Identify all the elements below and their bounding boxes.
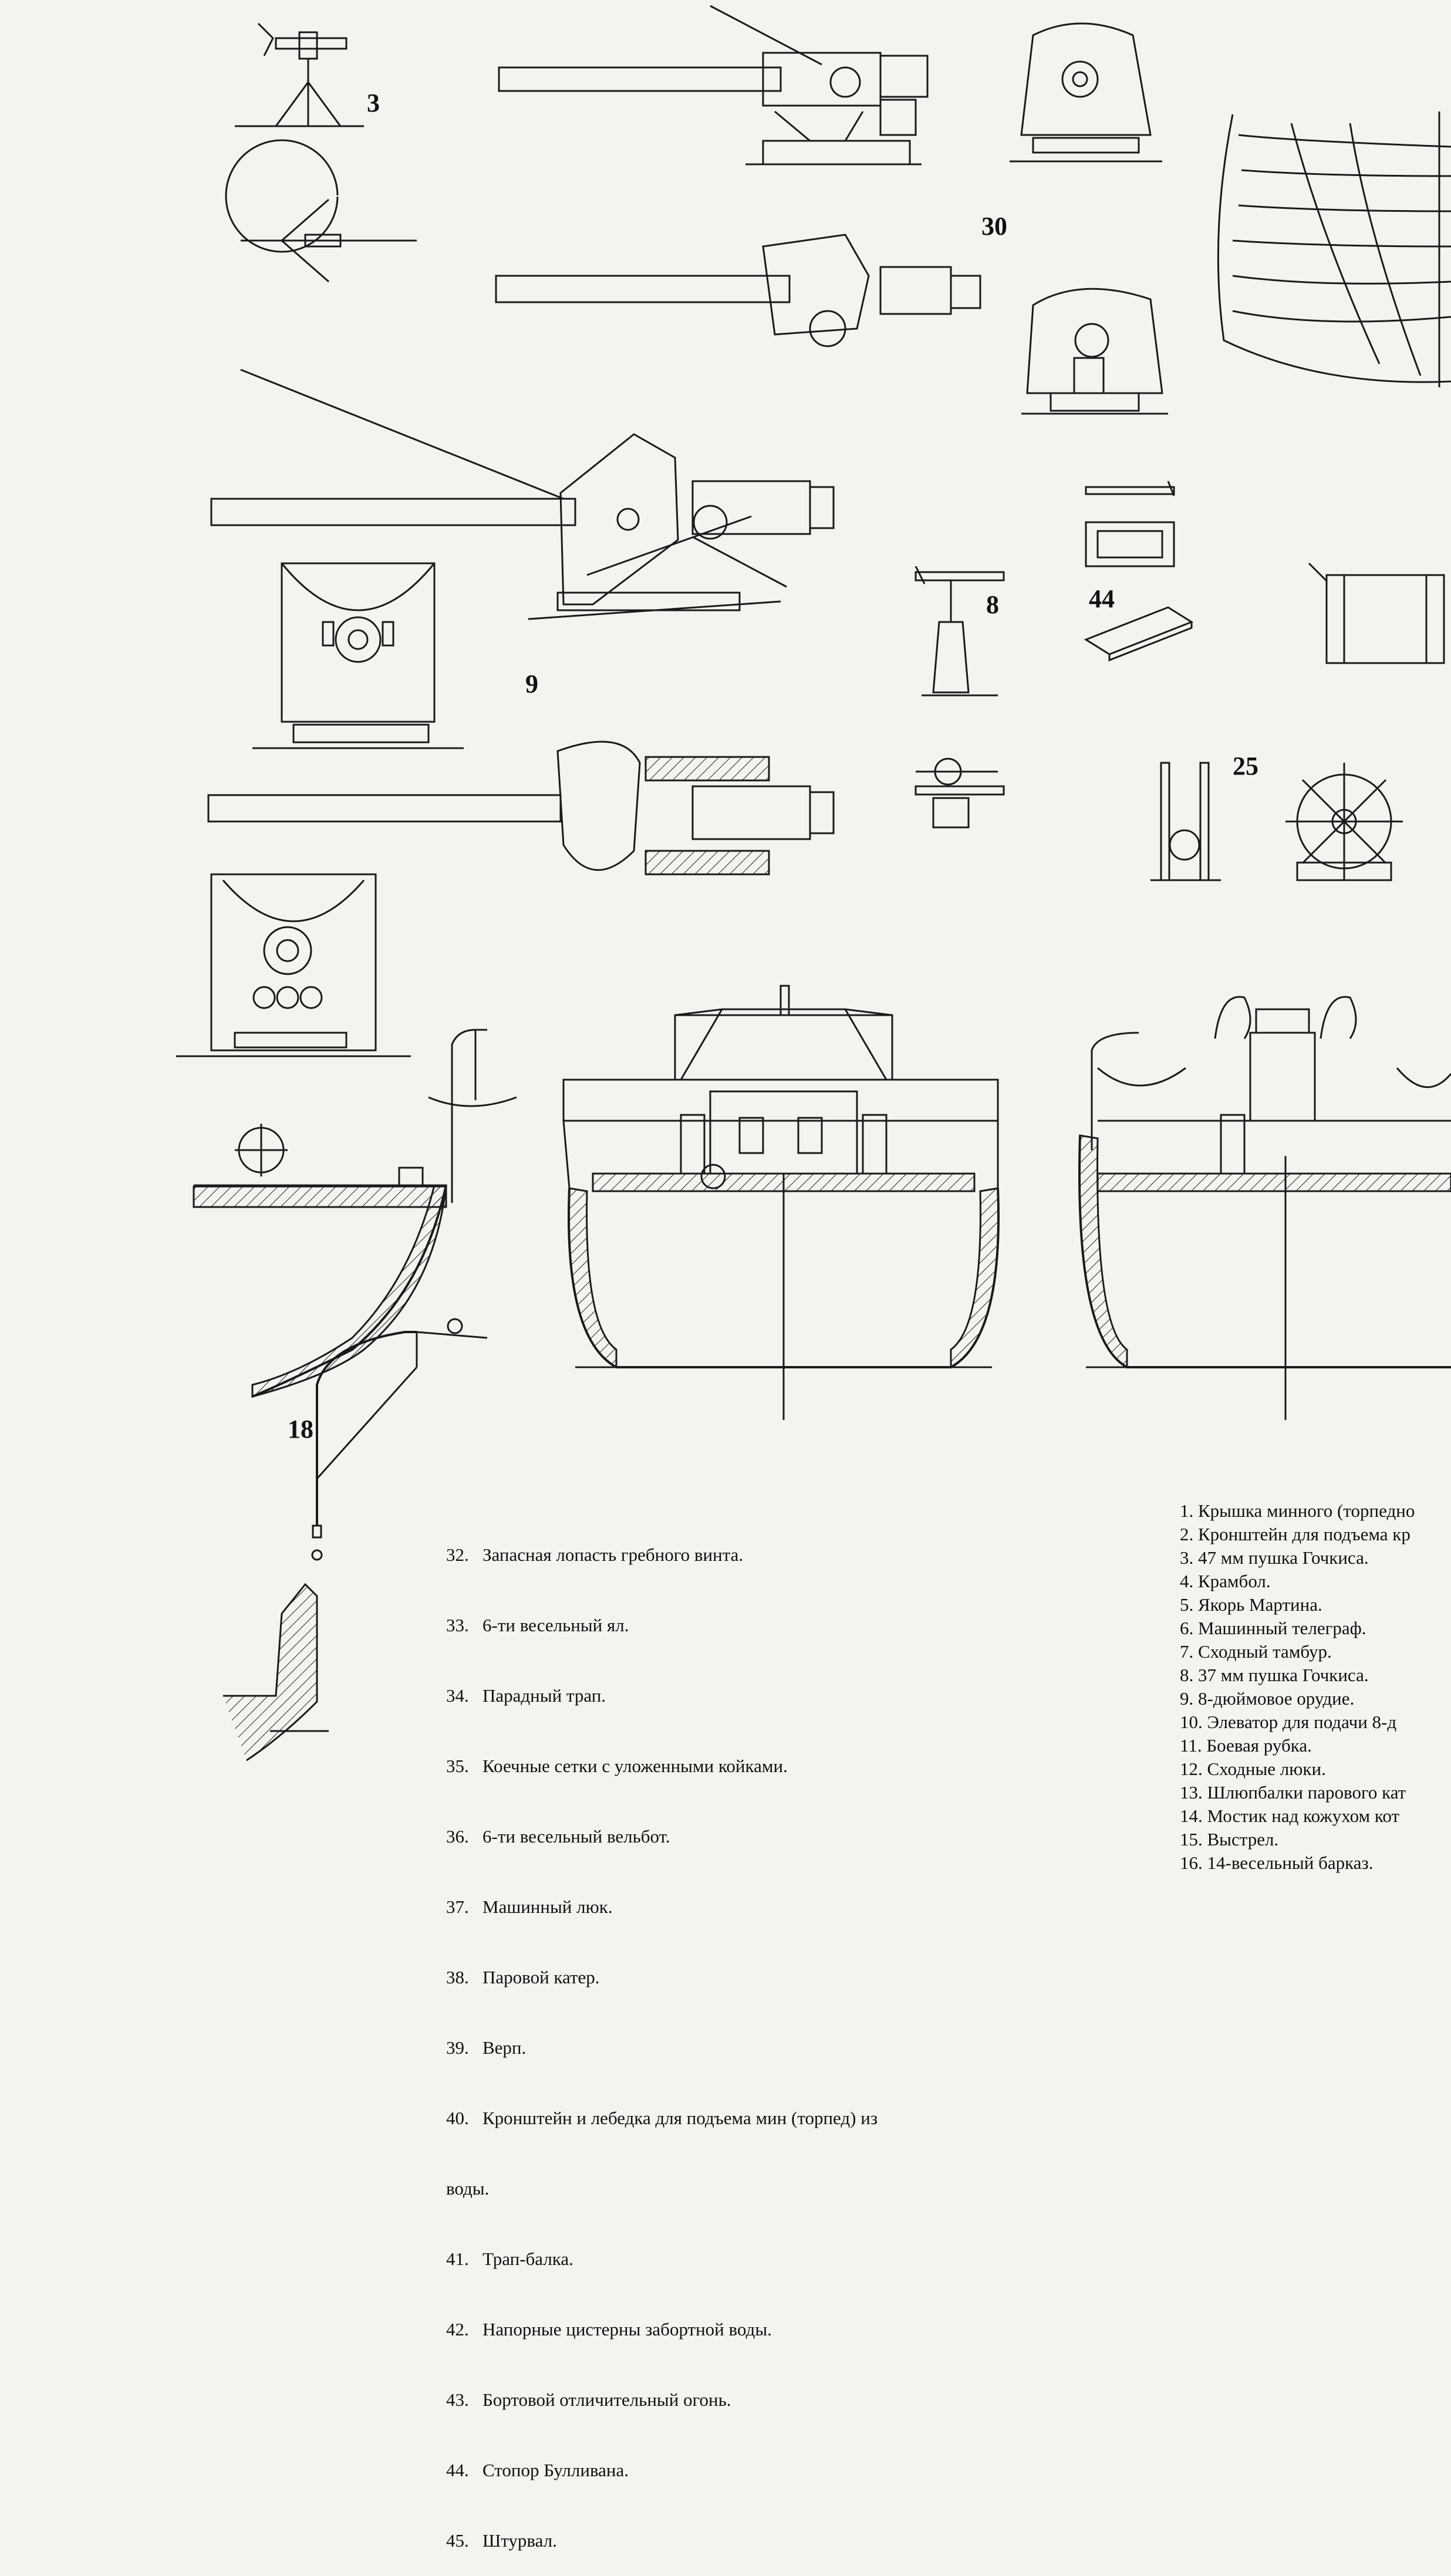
legend-item: 15. Выстрел. bbox=[1180, 1829, 1279, 1850]
gun-30-elevation bbox=[498, 5, 929, 165]
bow-section-left bbox=[193, 1029, 517, 1398]
label-item-30: 30 bbox=[981, 212, 1007, 241]
legend-item: 5. Якорь Мартина. bbox=[1180, 1594, 1322, 1615]
legend-item: 14. Мостик над кожухом кот bbox=[1180, 1806, 1399, 1826]
legend-item: 33. 6-ти весельный ял. bbox=[446, 1615, 629, 1635]
legend-item: 11. Боевая рубка. bbox=[1180, 1735, 1312, 1756]
label-item-25: 25 bbox=[1233, 752, 1258, 780]
legend-item: 40. Кронштейн и лебедка для подъема мин … bbox=[446, 2108, 878, 2128]
legend-item: 45. Штурвал. bbox=[446, 2530, 557, 2551]
legend-items-32-45: 32. Запасная лопасть гребного винта. 33.… bbox=[446, 1496, 1010, 2576]
gun-9-elevation bbox=[210, 369, 835, 620]
stopper-44-plan bbox=[1085, 521, 1175, 567]
gun-8-plan-view bbox=[916, 758, 998, 786]
gun-30-shield-rear bbox=[1021, 288, 1168, 415]
legend-item: 7. Сходный тамбур. bbox=[1180, 1641, 1332, 1662]
legend-item: 2. Кронштейн для подъема кр bbox=[1180, 1524, 1410, 1544]
davit-18 bbox=[223, 1318, 488, 1762]
gun-3-plan-view bbox=[225, 139, 417, 283]
legend-item: 1. Крышка минного (торпедно bbox=[1180, 1500, 1415, 1521]
stopper-44-side bbox=[1085, 481, 1175, 496]
steering-wheel-25 bbox=[1285, 763, 1403, 881]
legend-item: 3. 47 мм пушка Гочкиса. bbox=[1180, 1547, 1369, 1568]
legend-item: 8. 37 мм пушка Гочкиса. bbox=[1180, 1665, 1369, 1685]
gun-9-shield-rear bbox=[176, 873, 411, 1057]
legend-item: 10. Элеватор для подачи 8-д bbox=[1180, 1712, 1397, 1732]
legend-item: 35. Коечные сетки с уложенными койками. bbox=[446, 1756, 788, 1776]
gun-9-shield-front bbox=[252, 562, 464, 749]
gun-3-tripod-elevation bbox=[235, 22, 364, 127]
gun-30-shield-front bbox=[1010, 22, 1162, 163]
label-item-3: 3 bbox=[367, 89, 380, 117]
legend-item: 4. Крамбол. bbox=[1180, 1571, 1271, 1591]
gun-8-elevation bbox=[915, 566, 1005, 697]
legend-item: 36. 6-ти весельный вельбот. bbox=[446, 1826, 670, 1847]
label-item-9: 9 bbox=[525, 670, 538, 698]
label-item-18: 18 bbox=[288, 1415, 313, 1443]
legend-item: воды. bbox=[446, 2178, 490, 2199]
legend-item: 39. Верп. bbox=[446, 2037, 527, 2058]
midship-section-right bbox=[1078, 996, 1451, 1420]
midship-section-center bbox=[562, 985, 1000, 1420]
legend-item: 6. Машинный телеграф. bbox=[1180, 1618, 1366, 1638]
label-item-8: 8 bbox=[986, 590, 999, 619]
stopper-44-iso bbox=[1084, 606, 1194, 662]
legend-item: 32. Запасная лопасть гребного винта. bbox=[446, 1544, 744, 1565]
legend-item: 34. Парадный трап. bbox=[446, 1685, 606, 1706]
legend-item: 16. 14-весельный барказ. bbox=[1180, 1852, 1374, 1873]
legend-items-1-16: 1. Крышка минного (торпедно 2. Кронштейн… bbox=[1180, 1499, 1451, 1875]
winch-fragment bbox=[1308, 562, 1445, 664]
gun-30-plan-view bbox=[495, 234, 981, 347]
legend-item: 38. Паровой катер. bbox=[446, 1967, 600, 1987]
legend-item: 44. Стопор Булливана. bbox=[446, 2460, 629, 2480]
bitt-25 bbox=[1150, 762, 1221, 881]
legend-item: 12. Сходные люки. bbox=[1180, 1759, 1326, 1779]
legend-item: 13. Шлюпбалки парового кат bbox=[1180, 1782, 1406, 1803]
ship-plan-drawing bbox=[176, 5, 1451, 1762]
legend-item: 43. Бортовой отличительный огонь. bbox=[446, 2389, 731, 2410]
label-item-44: 44 bbox=[1089, 584, 1115, 613]
gun-9-plan-view bbox=[207, 741, 835, 875]
legend-item: 41. Трап-балка. bbox=[446, 2249, 573, 2269]
hull-body-plan bbox=[1217, 111, 1451, 387]
legend-item: 42. Напорные цистерны забортной воды. bbox=[446, 2319, 772, 2340]
legend-item: 37. Машинный люк. bbox=[446, 1896, 613, 1917]
legend-item: 9. 8-дюймовое орудие. bbox=[1180, 1688, 1355, 1709]
gun-8-mount-view bbox=[915, 785, 1005, 829]
